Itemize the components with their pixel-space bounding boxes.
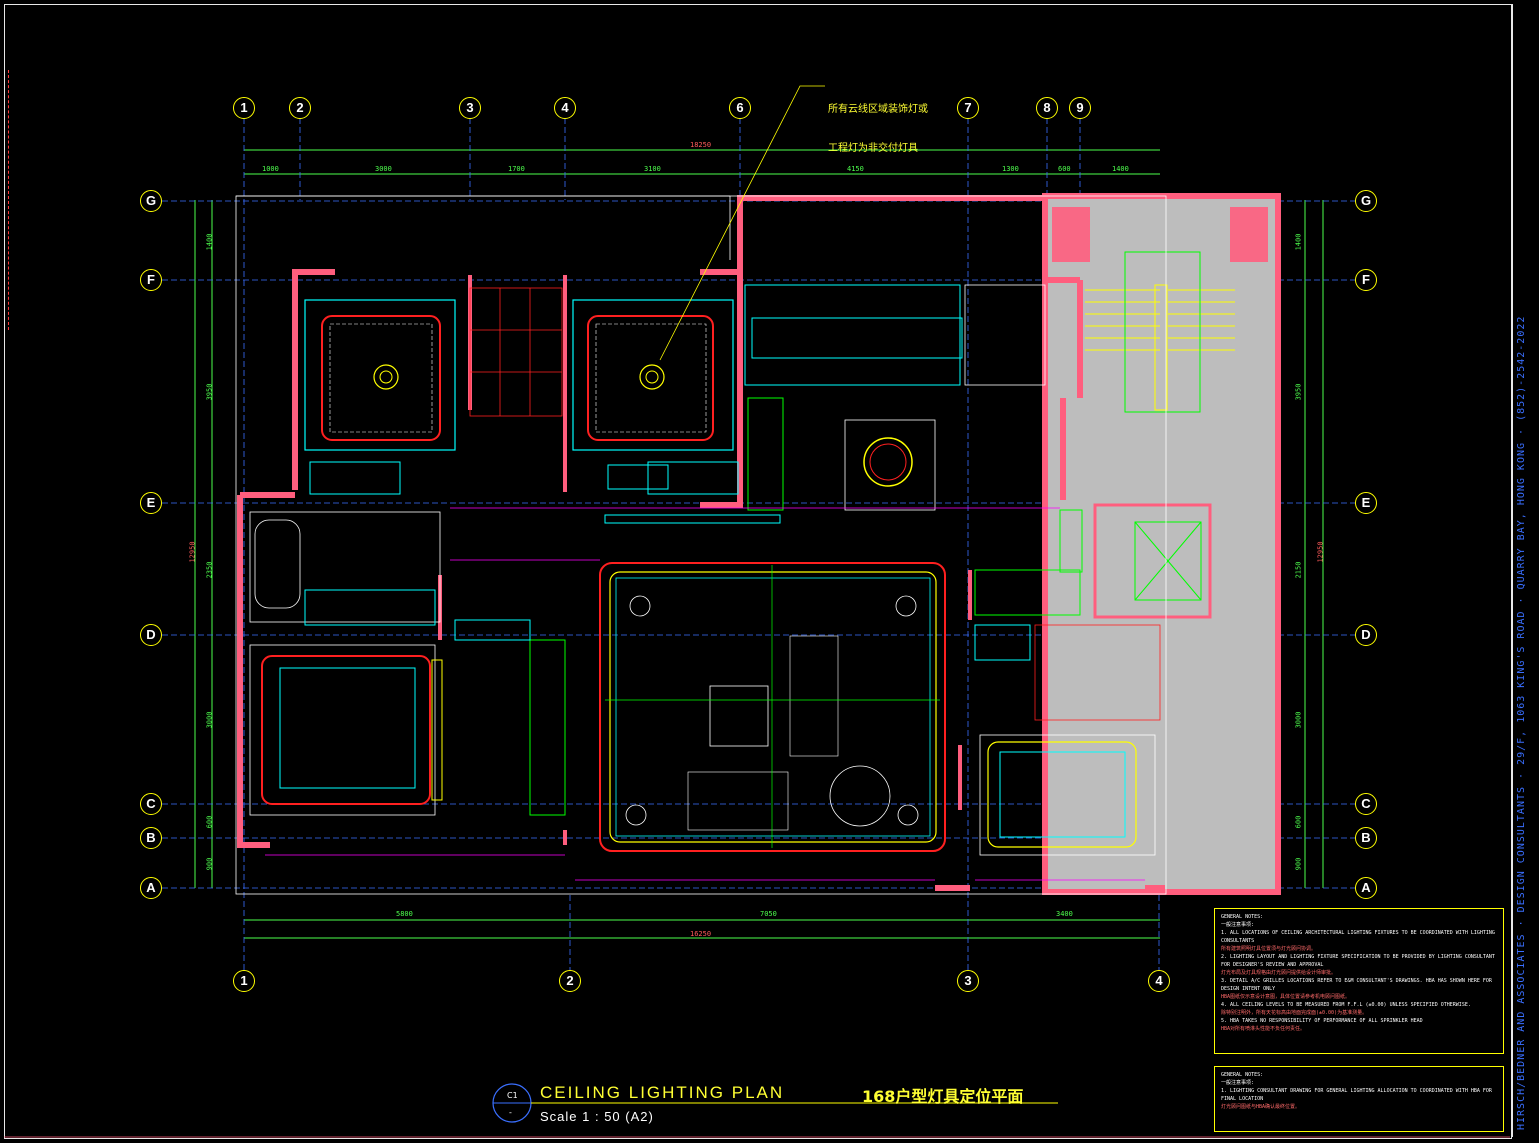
- dim-bottom-seg-2: 7050: [760, 910, 777, 918]
- note-5-en: 5. HBA TAKES NO RESPONSIBILITY OF PERFOR…: [1221, 1018, 1423, 1024]
- dim-right-total: 12950: [1316, 541, 1325, 563]
- grid-bubble-right-G: G: [1355, 190, 1377, 212]
- title-tag-top: C1: [507, 1091, 518, 1100]
- grid-bubble-top-9: 9: [1069, 97, 1091, 119]
- note-1-cn: 所有建筑照明灯具位置须与灯光顾问协调。: [1221, 946, 1317, 952]
- dimension-lines: [194, 149, 1324, 939]
- dim-top-seg-5: 4150: [847, 165, 864, 173]
- dim-top-seg-3: 1700: [508, 165, 525, 173]
- grid-bubble-bottom-3: 3: [957, 970, 979, 992]
- grid-bubble-left-G: G: [140, 190, 162, 212]
- grid-bubble-top-4: 4: [554, 97, 576, 119]
- dim-right-seg-3: 2150: [1294, 561, 1303, 579]
- note-3-en: 3. DETAIL A/C GRILLES LOCATIONS REFER TO…: [1221, 978, 1492, 992]
- grid-bubble-top-3: 3: [459, 97, 481, 119]
- dim-right-seg-5: 600: [1294, 815, 1303, 829]
- dim-bottom-seg-3: 3400: [1056, 910, 1073, 918]
- note-2-cn: 灯光布局及灯具规格由灯光顾问提供给设计师审批。: [1221, 970, 1337, 976]
- dim-top-seg-7: 600: [1058, 165, 1071, 173]
- dim-left-seg-4: 3000: [205, 711, 214, 729]
- general-notes-heading-cn: 一般注意事项:: [1221, 922, 1255, 928]
- grid-bubble-bottom-2: 2: [559, 970, 581, 992]
- room-kitchen: [744, 284, 1083, 616]
- annotation-line-2: 工程灯为非交付灯具: [828, 143, 918, 154]
- general-notes-panel-2: GENERAL NOTES: 一般注意事项: 1. LIGHTING CONSU…: [1214, 1066, 1504, 1132]
- title-chinese: 168户型灯具定位平面: [862, 1087, 1024, 1106]
- grid-bubble-right-D: D: [1355, 624, 1377, 646]
- note-3-cn: HBA图纸仅示意设计意图，具体位置请参考机电顾问图纸。: [1221, 994, 1351, 1000]
- dim-bottom-seg-1: 5800: [396, 910, 413, 918]
- dim-left-seg-1: 1400: [205, 233, 214, 251]
- title-tag-bottom: -: [509, 1108, 512, 1117]
- grid-bubble-right-E: E: [1355, 492, 1377, 514]
- general-notes-2-heading-cn: 一般注意事项:: [1221, 1080, 1255, 1086]
- annotation-leader: [659, 85, 825, 361]
- note-4-cn: 除特别注明外，所有天花标高由地面完成面(±0.00)为基准测量。: [1221, 1010, 1368, 1016]
- room-bedroom-1: [304, 299, 456, 495]
- dim-left-seg-6: 900: [205, 857, 214, 871]
- general-notes-panel: GENERAL NOTES: 一般注意事项: 1. ALL LOCATIONS …: [1214, 908, 1504, 1054]
- grid-bubble-bottom-4: 4: [1148, 970, 1170, 992]
- dim-top-seg-6: 1300: [1002, 165, 1019, 173]
- grid-bubble-left-B: B: [140, 827, 162, 849]
- room-living: [599, 514, 946, 852]
- title-english: CEILING LIGHTING PLAN: [540, 1083, 785, 1102]
- room-bedroom-3: [974, 624, 1161, 856]
- dim-right-seg-4: 3000: [1294, 711, 1303, 729]
- annotation-callout: 所有云线区域装饰灯或 工程灯为非交付灯具: [828, 77, 928, 181]
- title-strip: [1512, 4, 1535, 1137]
- grid-bubble-left-C: C: [140, 793, 162, 815]
- dim-left-seg-5: 600: [205, 815, 214, 829]
- grid-bubble-right-A: A: [1355, 877, 1377, 899]
- dim-left-seg-2: 3950: [205, 383, 214, 401]
- grid-bubble-right-F: F: [1355, 269, 1377, 291]
- dim-top-seg-2: 3000: [375, 165, 392, 173]
- grid-bubble-top-7: 7: [957, 97, 979, 119]
- room-master-bedroom: [249, 619, 566, 816]
- room-bath-2: [249, 511, 441, 626]
- room-bath-1: [469, 287, 563, 417]
- dim-bottom-total: 16250: [690, 930, 712, 938]
- note-2-en: 2. LIGHTING LAYOUT AND LIGHTING FIXTURE …: [1221, 954, 1495, 968]
- note-4-en: 4. ALL CEILING LEVELS TO BE MEASURED FRO…: [1221, 1002, 1471, 1008]
- note2-1-cn: 灯光顾问图纸与HBA确认最终位置。: [1221, 1104, 1301, 1110]
- grid-bubble-bottom-1: 1: [233, 970, 255, 992]
- grid-bubble-top-1: 1: [233, 97, 255, 119]
- dim-left-seg-3: 2350: [205, 561, 214, 579]
- dim-top-seg-4: 3100: [644, 165, 661, 173]
- dim-right-seg-6: 900: [1294, 857, 1303, 871]
- dim-left-total: 12950: [188, 541, 197, 563]
- dim-top-seg-8: 1400: [1112, 165, 1129, 173]
- grid-bubble-top-8: 8: [1036, 97, 1058, 119]
- note-5-cn: HBA对所有喷淋头性能不负任何责任。: [1221, 1026, 1306, 1032]
- annotation-line-1: 所有云线区域装饰灯或: [828, 104, 928, 115]
- grid-bubble-left-E: E: [140, 492, 162, 514]
- grid-bubble-top-6: 6: [729, 97, 751, 119]
- dim-top-total: 18250: [690, 141, 712, 149]
- grid-bubble-left-D: D: [140, 624, 162, 646]
- dim-top-seg-1: 1000: [262, 165, 279, 173]
- dim-right-seg-1: 1400: [1294, 233, 1303, 251]
- grid-bubble-right-B: B: [1355, 827, 1377, 849]
- left-margin-text: [8, 70, 15, 330]
- grid-bubble-left-F: F: [140, 269, 162, 291]
- dim-right-seg-2: 3950: [1294, 383, 1303, 401]
- general-notes-2-heading: GENERAL NOTES:: [1221, 1072, 1264, 1078]
- grid-bubble-right-C: C: [1355, 793, 1377, 815]
- note-1-en: 1. ALL LOCATIONS OF CEILING ARCHITECTURA…: [1221, 930, 1495, 944]
- general-notes-heading: GENERAL NOTES:: [1221, 914, 1264, 920]
- walls: [237, 195, 1165, 891]
- grid-bubble-left-A: A: [140, 877, 162, 899]
- sheet-border: [4, 4, 1512, 1139]
- grid-bubble-top-2: 2: [289, 97, 311, 119]
- note2-1-en: 1. LIGHTING CONSULTANT DRAWING FOR GENER…: [1221, 1088, 1492, 1102]
- title-scale: Scale 1 : 50 (A2): [540, 1109, 654, 1124]
- room-bedroom-2: [572, 299, 739, 495]
